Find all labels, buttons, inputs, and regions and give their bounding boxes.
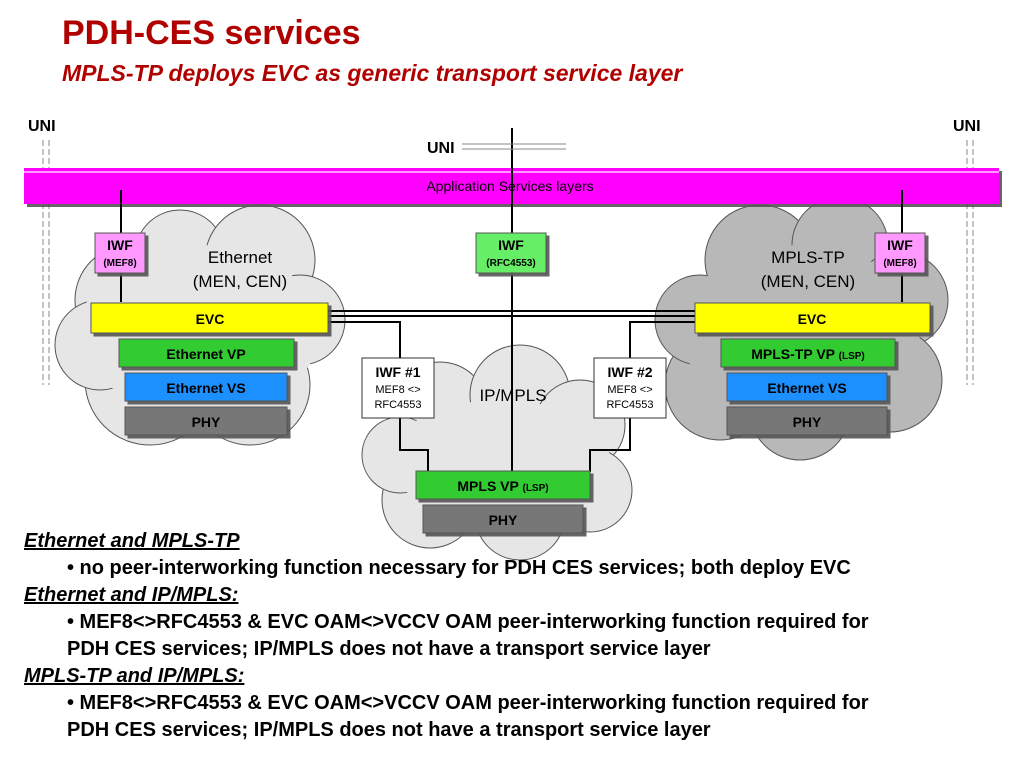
iwf-center-box: [475, 232, 547, 274]
ethernet-vp-label: Ethernet VP: [166, 346, 245, 362]
ethernet-vs-label-right: Ethernet VS: [767, 380, 846, 396]
page-subtitle: MPLS-TP deploys EVC as generic transport…: [62, 60, 683, 86]
phy-bar-right: [726, 406, 888, 436]
bullet-eth-mplstp: • no peer-interworking function necessar…: [67, 557, 851, 579]
mpls-vp-bar: [415, 470, 591, 500]
ethernet-vs-bar-left: [124, 372, 288, 402]
section-heading-mplstp-ipmpls: MPLS-TP and IP/MPLS:: [24, 665, 245, 687]
ethernet-vs-bar-right: [726, 372, 888, 402]
iwf2-line2: MEF8 <>: [607, 384, 652, 396]
iwf2-box: [593, 357, 667, 419]
phy-bar-left: [124, 406, 288, 436]
mpls-vp-label: MPLS VP (LSP): [457, 478, 548, 494]
mplstp-vp-label: MPLS-TP VP (LSP): [751, 346, 865, 362]
explanation-text: Ethernet and MPLS-TP • no peer-interwork…: [24, 528, 1009, 744]
app-layer-label: Application Services layers: [426, 178, 593, 194]
ethernet-vs-label-left: Ethernet VS: [166, 380, 245, 396]
section-heading-eth-ipmpls: Ethernet and IP/MPLS:: [24, 584, 239, 606]
evc-left-bar: [90, 302, 329, 334]
uni-left-label: UNI: [28, 118, 56, 135]
iwf1-box: [361, 357, 435, 419]
iwf-right-title: IWF: [887, 237, 913, 253]
mplstp-vp-text: MPLS-TP VP: [751, 346, 835, 362]
bullet-mplstp-ipmpls-1: • MEF8<>RFC4553 & EVC OAM<>VCCV OAM peer…: [67, 692, 869, 714]
ethernet-vp-bar: [118, 338, 295, 368]
phy-label-right: PHY: [793, 414, 822, 430]
evc-right-label: EVC: [798, 311, 827, 327]
bullet-eth-ipmpls-1: • MEF8<>RFC4553 & EVC OAM<>VCCV OAM peer…: [67, 611, 869, 633]
ethernet-cloud-label-1: Ethernet: [208, 248, 273, 267]
uni-center-dashes: [462, 143, 566, 150]
iwf-left-title: IWF: [107, 237, 133, 253]
mplstp-cloud-label-1: MPLS-TP: [771, 248, 845, 267]
iwf2-line3: RFC4553: [606, 399, 653, 411]
ipmpls-cloud-label: IP/MPLS: [479, 386, 546, 405]
iwf-left-sub: (MEF8): [103, 258, 136, 269]
section-heading-eth-mplstp: Ethernet and MPLS-TP: [24, 530, 240, 552]
iwf1-title: IWF #1: [375, 364, 420, 380]
iwf-right-box: [874, 232, 926, 274]
iwf2-title: IWF #2: [607, 364, 652, 380]
iwf1-line3: RFC4553: [374, 399, 421, 411]
ethernet-cloud-label-2: (MEN, CEN): [193, 272, 287, 291]
bullet-mplstp-ipmpls-2: PDH CES services; IP/MPLS does not have …: [67, 719, 711, 741]
uni-right-label: UNI: [953, 118, 981, 135]
bullet-eth-ipmpls-2: PDH CES services; IP/MPLS does not have …: [67, 638, 711, 660]
iwf1-line2: MEF8 <>: [375, 384, 420, 396]
iwf-center-title: IWF: [498, 237, 524, 253]
mplstp-cloud-label-2: (MEN, CEN): [761, 272, 855, 291]
phy-label-bottom: PHY: [489, 512, 518, 528]
iwf-left-box: [94, 232, 146, 274]
iwf-right-sub: (MEF8): [883, 258, 916, 269]
evc-right-bar: [694, 302, 931, 334]
mplstp-vp-sub: (LSP): [839, 351, 865, 362]
phy-bar-bottom: [422, 504, 584, 534]
mpls-vp-text: MPLS VP: [457, 478, 518, 494]
iwf-center-sub: (RFC4553): [486, 258, 535, 269]
phy-label-left: PHY: [192, 414, 221, 430]
evc-left-label: EVC: [196, 311, 225, 327]
page-title: PDH-CES services: [62, 14, 361, 52]
mplstp-vp-bar: [720, 338, 896, 368]
uni-center-label: UNI: [427, 140, 455, 157]
mpls-vp-sub: (LSP): [522, 483, 548, 494]
